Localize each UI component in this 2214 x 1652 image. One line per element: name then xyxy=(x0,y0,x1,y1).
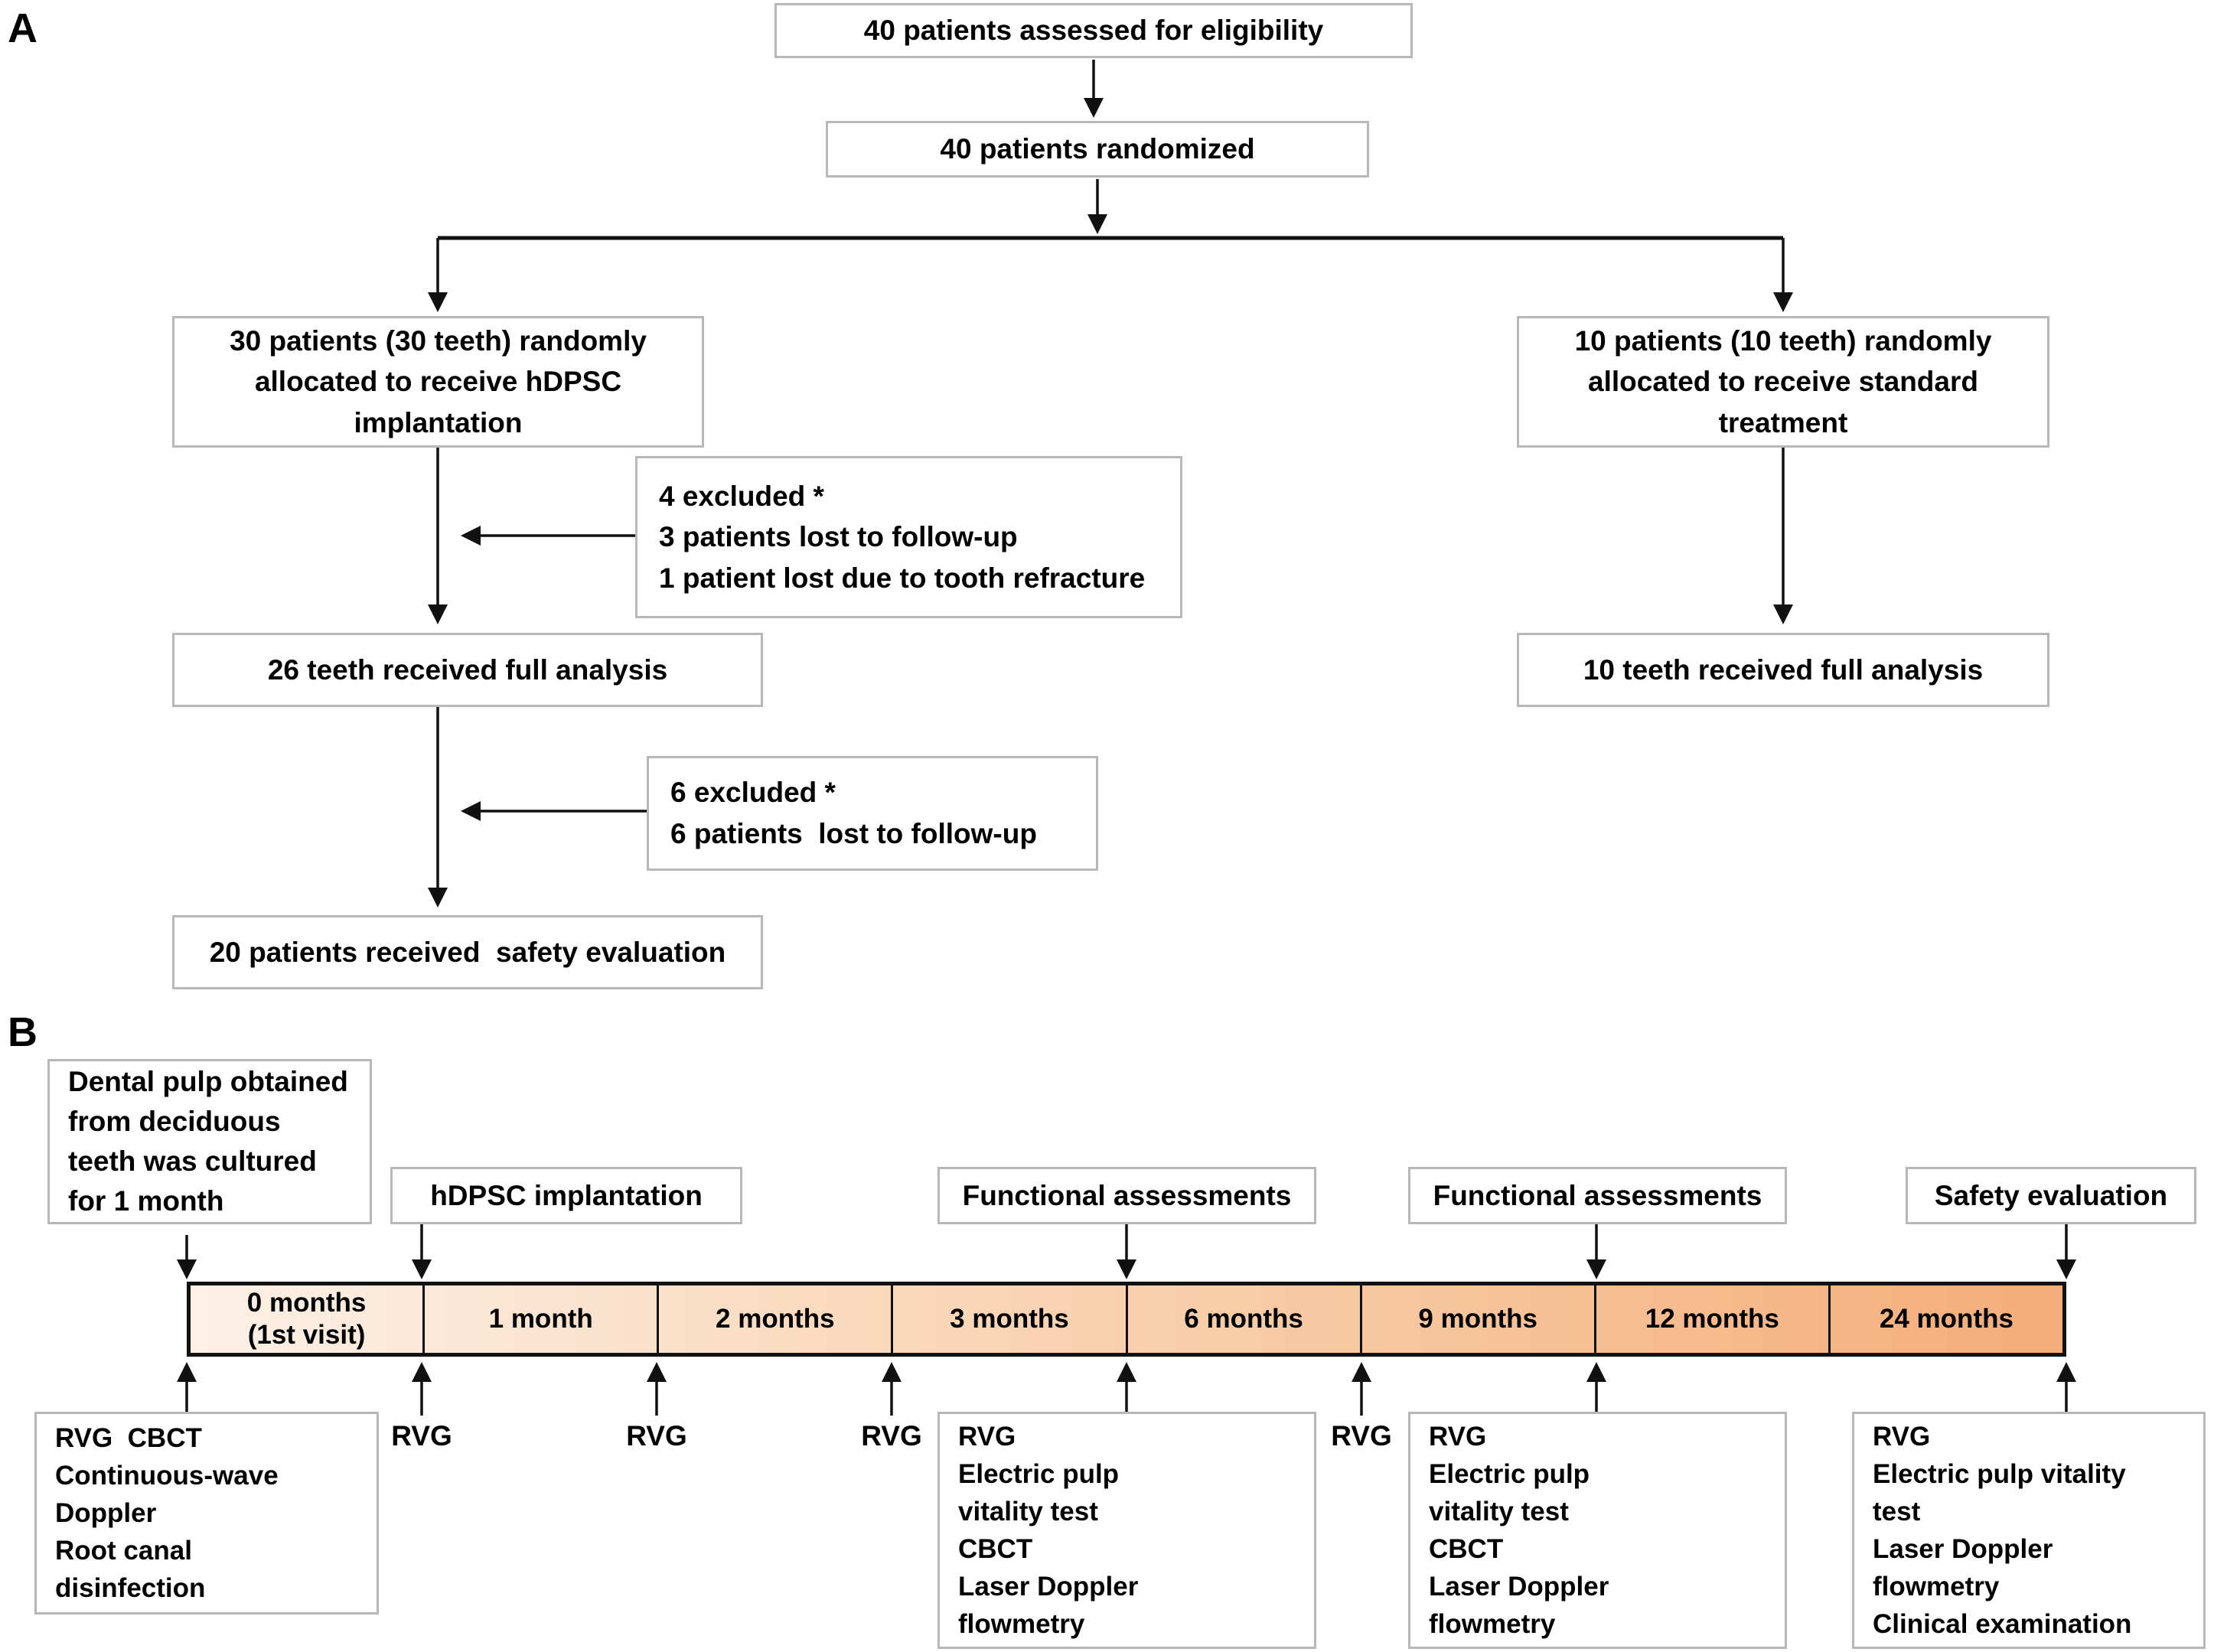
rvg-label-9-months: RVG xyxy=(1331,1420,1392,1452)
panel-b-label: B xyxy=(8,1009,37,1055)
timeline-segment-24-months: 24 months xyxy=(1828,1285,2062,1353)
timeline-segment-6-months: 6 months xyxy=(1125,1285,1360,1353)
timeline-segment-3-months: 3 months xyxy=(891,1285,1125,1353)
rvg-label-3-months: RVG xyxy=(861,1420,922,1452)
timeline-segment-12-months: 12 months xyxy=(1593,1285,1828,1353)
timeline-segment-1-month: 1 month xyxy=(422,1285,657,1353)
box-safety-20: 20 patients received safety evaluation xyxy=(172,915,763,989)
box-hdpsc-allocated: 30 patients (30 teeth) randomly allocate… xyxy=(172,316,704,448)
timeline-segment-0-months: 0 months (1st visit) xyxy=(246,1288,367,1350)
timeline-segment-9-months: 9 months xyxy=(1359,1285,1594,1353)
box-visit0-assessments: RVG CBCT Continuous-wave Doppler Root ca… xyxy=(34,1412,379,1615)
box-dental-pulp: Dental pulp obtained from deciduous teet… xyxy=(47,1059,372,1224)
timeline-bar: 0 months (1st visit) 1 month 2 months 3 … xyxy=(187,1282,2066,1357)
box-full-analysis-10: 10 teeth received full analysis xyxy=(1517,633,2049,707)
box-excluded-4: 4 excluded * 3 patients lost to follow-u… xyxy=(635,456,1182,618)
rvg-label-1-month: RVG xyxy=(391,1420,452,1452)
box-safety-evaluation: Safety evaluation xyxy=(1906,1167,2196,1224)
timeline-segment-2-months: 2 months xyxy=(657,1285,891,1353)
box-excluded-6: 6 excluded * 6 patients lost to follow-u… xyxy=(647,756,1098,871)
panel-a-label: A xyxy=(8,5,37,51)
box-assessed: 40 patients assessed for eligibility xyxy=(774,3,1413,58)
box-functional-assessments-1: Functional assessments xyxy=(937,1167,1316,1224)
rvg-label-2-months: RVG xyxy=(626,1420,687,1452)
box-6months-assessments: RVG Electric pulp vitality test CBCT Las… xyxy=(937,1412,1316,1649)
box-hdpsc-implantation: hDPSC implantation xyxy=(390,1167,742,1224)
box-24months-assessments: RVG Electric pulp vitality test Laser Do… xyxy=(1852,1412,2206,1649)
box-randomized: 40 patients randomized xyxy=(826,121,1369,178)
box-standard-allocated: 10 patients (10 teeth) randomly allocate… xyxy=(1517,316,2049,448)
box-full-analysis-26: 26 teeth received full analysis xyxy=(172,633,763,707)
box-12months-assessments: RVG Electric pulp vitality test CBCT Las… xyxy=(1408,1412,1787,1649)
box-functional-assessments-2: Functional assessments xyxy=(1408,1167,1787,1224)
